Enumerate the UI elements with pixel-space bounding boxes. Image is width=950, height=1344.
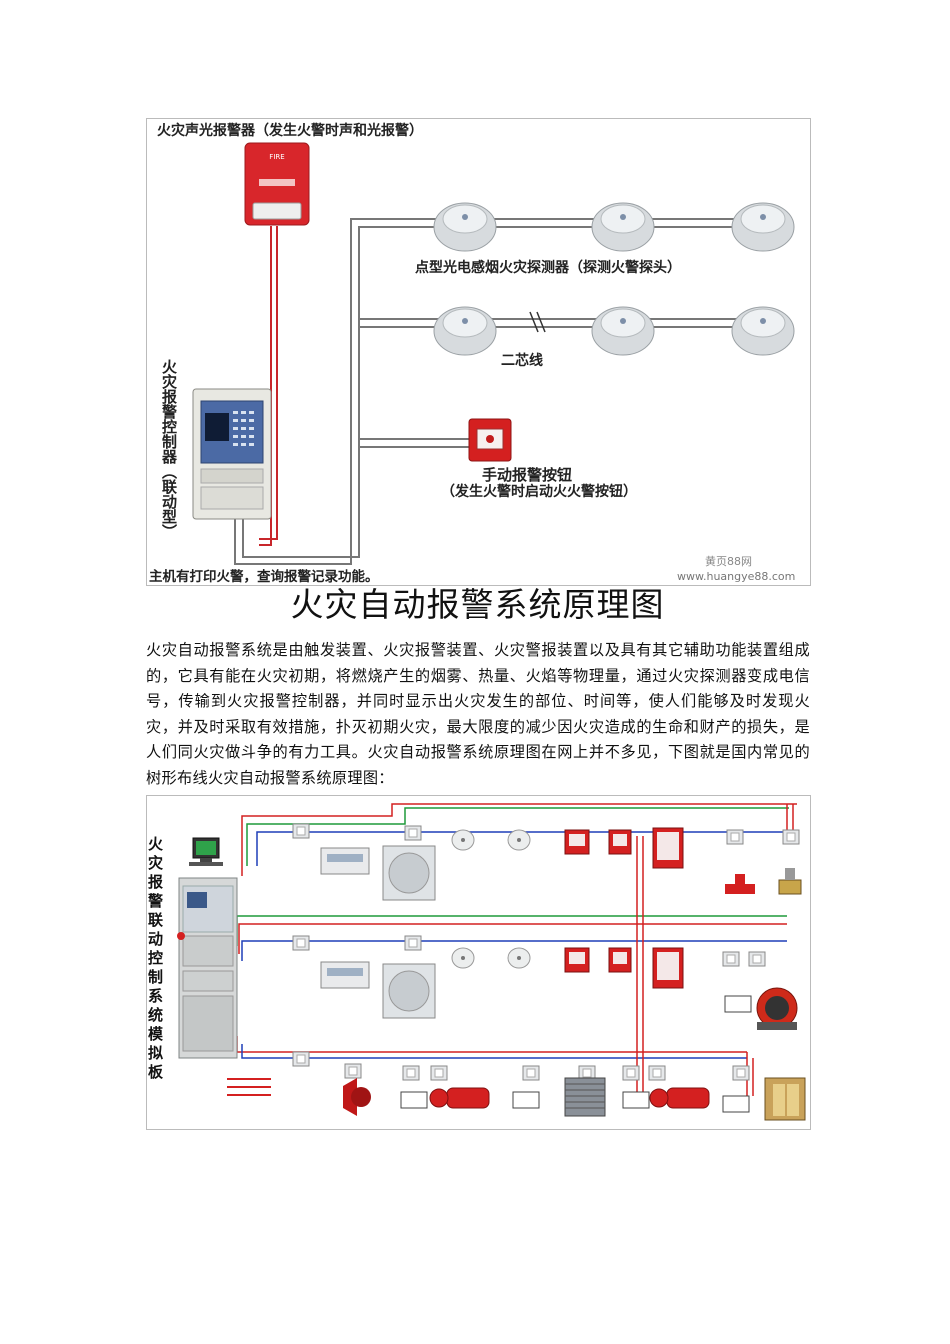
watermark-cn: 黄页88网 — [705, 554, 752, 568]
device-rows — [292, 823, 800, 1113]
page-title: 火灾自动报警系统原理图 — [290, 585, 665, 624]
button-label: 手动报警按钮 — [482, 466, 572, 484]
io-module-icon — [430, 1065, 448, 1081]
wire-break-mark — [529, 311, 546, 333]
io-module-icon — [648, 1065, 666, 1081]
watermark-url: www.huangye88.com — [677, 570, 795, 583]
strobe-wire-2 — [259, 226, 278, 540]
sound-light-alarm: FIRE — [244, 142, 310, 226]
linkage-control-diagram: 火灾报警联动控制系统模拟板 — [146, 795, 811, 1130]
io-module-icon — [292, 1051, 310, 1067]
smoke-detector-group — [433, 202, 795, 356]
smoke-detector-icon — [731, 306, 795, 356]
speaker-icon — [382, 845, 436, 901]
manual-call-point-icon — [608, 829, 632, 855]
io-module-icon — [522, 1065, 540, 1081]
relay-box-icon — [512, 1091, 540, 1109]
vertical-title: 火灾报警联动控制系统模拟板 — [147, 836, 164, 1083]
fire-alarm-wiring-diagram: FIRE 火灾报警控制器（联动型） — [149, 122, 795, 585]
control-rack — [177, 877, 238, 1059]
io-module-icon — [292, 823, 310, 839]
detector-icon — [507, 947, 531, 969]
relay-box-icon — [622, 1091, 650, 1109]
strobe-fire-text: FIRE — [269, 153, 284, 161]
elevator-car — [764, 1077, 806, 1121]
detector-label: 点型光电感烟火灾探测器（探测火警探头） — [415, 259, 681, 276]
manual-call-point-icon — [564, 947, 590, 973]
detector-icon — [451, 947, 475, 969]
io-module-icon — [292, 935, 310, 951]
fire-pump-1 — [429, 1087, 490, 1109]
io-module-icon — [344, 1063, 362, 1079]
button-sublabel: （发生火警时启动火火警按钮） — [441, 483, 637, 500]
io-module-icon — [404, 935, 422, 951]
detector-icon — [507, 829, 531, 851]
speaker-icon — [382, 963, 436, 1019]
relay-box-icon — [400, 1091, 428, 1109]
manual-alarm-button — [468, 418, 512, 462]
fire-shutter — [564, 1077, 606, 1117]
io-module-icon — [622, 1065, 640, 1081]
detector-loop-wire — [234, 218, 787, 565]
siren — [343, 1078, 371, 1116]
smoke-detector-icon — [433, 306, 497, 356]
display-panel-icon — [320, 847, 370, 875]
io-module-icon — [722, 951, 740, 967]
io-module-icon — [404, 825, 422, 841]
io-module-icon — [402, 1065, 420, 1081]
detector-loop-wire-2 — [242, 226, 787, 558]
smoke-detector-icon — [591, 202, 655, 252]
smoke-detector-icon — [731, 202, 795, 252]
exhaust-fan — [756, 987, 798, 1030]
display-panel-icon — [320, 961, 370, 989]
relay-box-icon — [724, 995, 752, 1013]
manual-call-point-icon — [608, 947, 632, 973]
water-flow-valve — [725, 874, 755, 894]
detector-icon — [451, 829, 475, 851]
relay-box-icon — [722, 1095, 750, 1113]
io-module-icon — [748, 951, 766, 967]
rack-legend — [227, 1078, 271, 1096]
fire-pump-2 — [649, 1087, 710, 1109]
smoke-detector-icon — [591, 306, 655, 356]
strobe-wire — [259, 226, 272, 546]
io-module-icon — [726, 829, 744, 845]
manual-call-point-icon — [652, 827, 684, 869]
alarm-controller-cabinet — [192, 388, 272, 520]
wire-label: 二芯线 — [501, 352, 543, 369]
computer-monitor — [189, 837, 223, 866]
linkage-system-schematic: 火灾报警联动控制系统模拟板 — [147, 803, 806, 1121]
alarm-label: 火灾声光报警器（发生火警时声和光报警） — [157, 122, 423, 139]
io-module-icon — [732, 1065, 750, 1081]
solenoid-valve — [778, 868, 802, 895]
body-paragraph: 火灾自动报警系统是由触发装置、火灾报警装置、火灾警报装置以及具有其它辅助功能装置… — [146, 641, 810, 787]
bottom-caption: 主机有打印火警，查询报警记录功能。 — [149, 568, 379, 585]
manual-call-point-icon — [652, 947, 684, 989]
io-module-icon — [782, 829, 800, 845]
smoke-detector-icon — [433, 202, 497, 252]
controller-label: 火灾报警控制器（联动型） — [160, 359, 178, 539]
manual-call-point-icon — [564, 829, 590, 855]
fire-alarm-wiring-photo: FIRE 火灾报警控制器（联动型） — [146, 118, 811, 586]
